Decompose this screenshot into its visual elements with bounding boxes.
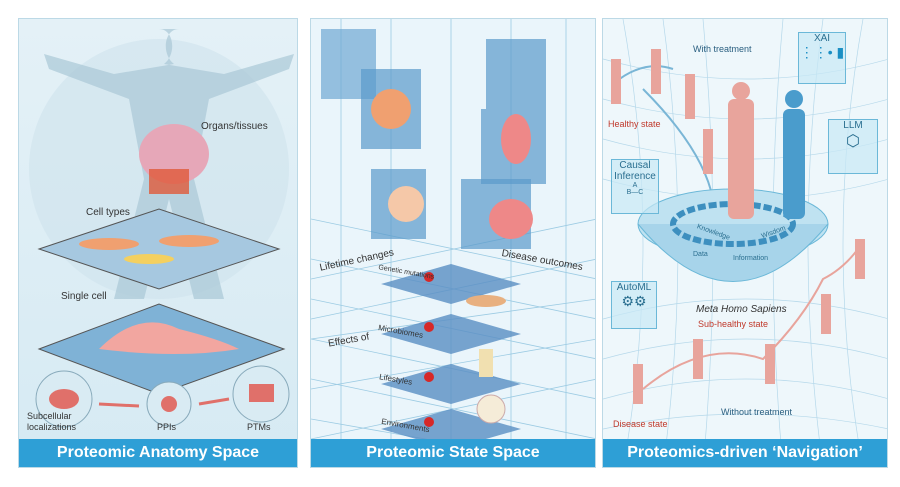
- node-b: B: [626, 189, 632, 196]
- label-ptms: PTMs: [247, 422, 271, 432]
- label-data: Data: [693, 251, 708, 258]
- automl-box: AutoML⚙⚙: [611, 281, 657, 329]
- label-healthy-state: Healthy state: [608, 119, 661, 129]
- navigation-panel: With treatment Healthy state XAI⋮⋮• ▮ LL…: [602, 18, 888, 468]
- node-a: A: [632, 182, 638, 189]
- label-subcellular: Subcellular: [27, 411, 72, 421]
- causal-label: Causal: [619, 160, 651, 171]
- label-single-cell: Single cell: [61, 291, 107, 302]
- label-with-treatment: With treatment: [693, 44, 752, 54]
- node-c: C: [638, 189, 644, 196]
- llm-label: LLM: [843, 120, 863, 131]
- caption-anatomy: Proteomic Anatomy Space: [19, 439, 297, 467]
- inference-label: Inference: [614, 171, 656, 182]
- caption-navigation: Proteomics-driven ‘Navigation’: [603, 439, 887, 467]
- brain-icon: ⚙⚙: [621, 293, 647, 309]
- label-disease-state: Disease state: [613, 419, 668, 429]
- label-subhealthy-state: Sub-healthy state: [698, 319, 769, 329]
- cube-icon: ⬡: [846, 133, 860, 150]
- xai-label: XAI: [813, 33, 831, 44]
- neural-network-icon: ⋮⋮• ▮: [799, 44, 845, 60]
- xai-box: XAI⋮⋮• ▮: [798, 32, 846, 84]
- label-without-treatment: Without treatment: [721, 407, 793, 417]
- proteomic-state-panel: Lifetime changes Disease outcomes Geneti…: [310, 18, 596, 468]
- proteomic-anatomy-panel: Organs/tissues Cell types Single cell Su…: [18, 18, 298, 468]
- navigation-illustration: [603, 19, 887, 467]
- caption-state: Proteomic State Space: [311, 439, 595, 467]
- label-information: Information: [733, 255, 769, 262]
- state-illustration: [311, 19, 595, 467]
- label-meta-homo-sapiens: Meta Homo Sapiens: [696, 304, 787, 315]
- label-cell-types: Cell types: [86, 207, 130, 218]
- anatomy-illustration: [29, 29, 294, 428]
- label-localizations: localizations: [27, 422, 77, 432]
- llm-box: LLM ⬡: [828, 119, 878, 174]
- label-ppis: PPIs: [157, 422, 177, 432]
- automl-label: AutoML: [616, 282, 652, 293]
- label-organs: Organs/tissues: [201, 121, 268, 132]
